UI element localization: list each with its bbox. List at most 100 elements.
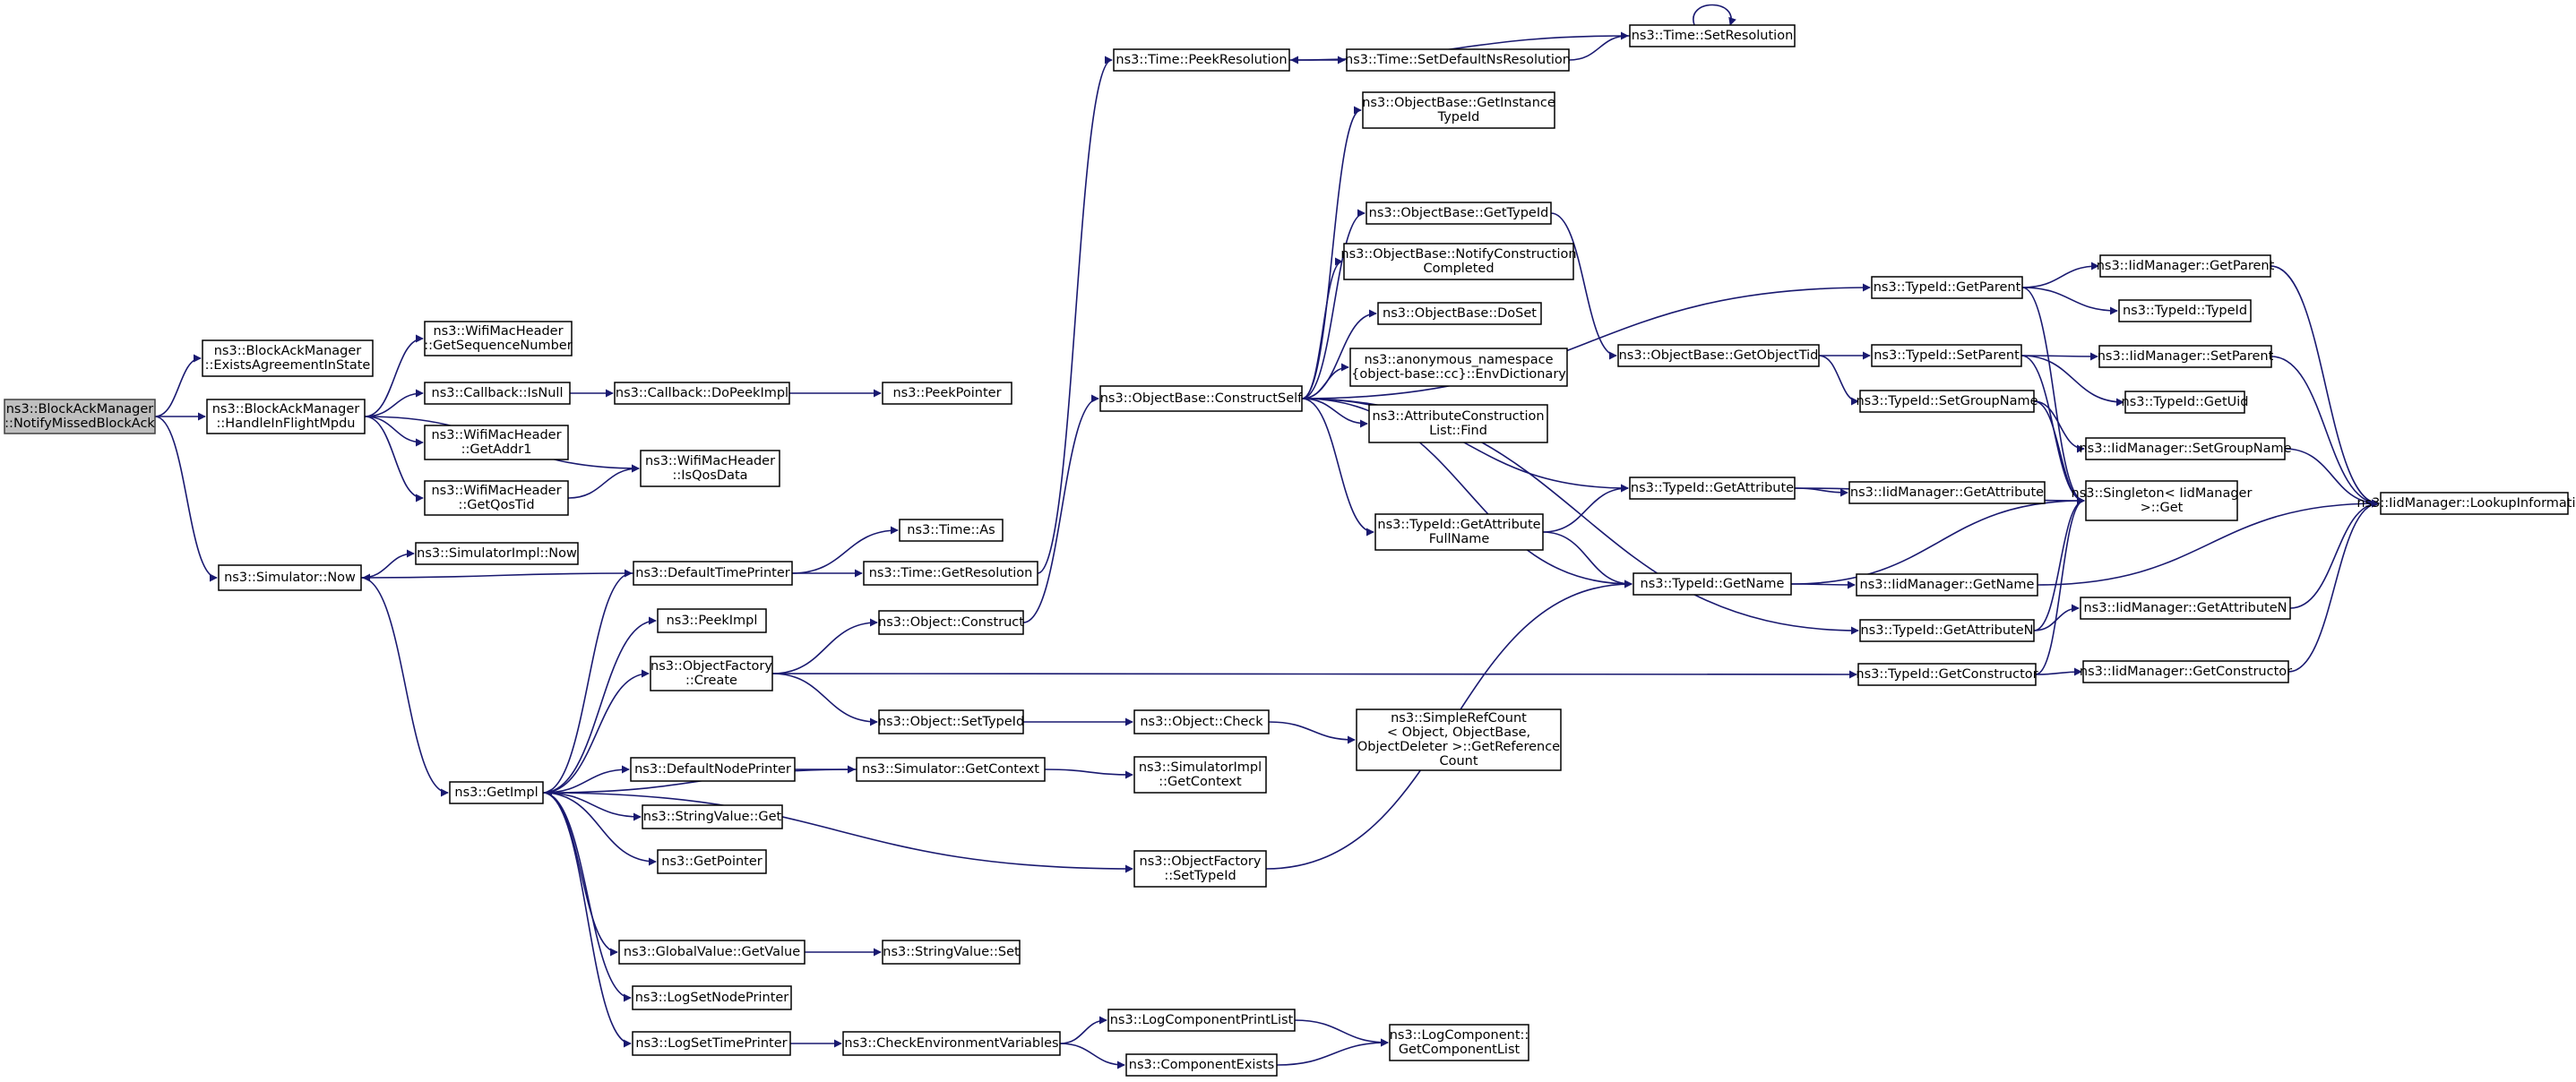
node-strvalset[interactable]: ns3::StringValue::Set [882, 940, 1021, 965]
node-objsettypeid[interactable]: ns3::Object::SetTypeId [878, 709, 1024, 734]
node-iidgetname[interactable]: ns3::IidManager::GetName [1856, 573, 2038, 597]
node-objconstruct[interactable]: ns3::Object::Construct [878, 610, 1024, 635]
node-envdict-box [1349, 348, 1568, 387]
node-exists-label-1: ::ExistsAgreementInState [205, 358, 371, 373]
node-timegetres[interactable]: ns3::Time::GetResolution [863, 561, 1038, 586]
edge-iidsetgroupname-to-iidlookup [2284, 448, 2380, 508]
node-exists[interactable]: ns3::BlockAckManager::ExistsAgreementInS… [202, 339, 374, 377]
node-strvalget-box [642, 804, 783, 829]
node-objfactcreate-box [650, 656, 773, 691]
node-obnotify-label-1: Completed [1423, 262, 1494, 276]
node-logsettime[interactable]: ns3::LogSetTimePrinter [632, 1031, 791, 1056]
node-tidsetgroupname-box [1859, 390, 2035, 413]
node-strvalget[interactable]: ns3::StringValue::Get [642, 804, 783, 829]
node-iidlookup[interactable]: ns3::IidManager::LookupInformation [2356, 492, 2576, 515]
node-tidgetattr[interactable]: ns3::TypeId::GetAttribute [1629, 477, 1796, 500]
node-obgettypeid[interactable]: ns3::ObjectBase::GetTypeId [1366, 202, 1552, 225]
node-isnull[interactable]: ns3::Callback::IsNull [424, 382, 571, 405]
node-tidtypeid-box [2118, 299, 2252, 322]
node-logcompgetlist[interactable]: ns3::LogComponent::GetComponentList [1389, 1024, 1529, 1061]
node-getaddr1[interactable]: ns3::WifiMacHeader::GetAddr1 [424, 425, 569, 460]
node-objfactcreate-label-1: ::Create [685, 674, 737, 688]
node-compexists[interactable]: ns3::ComponentExists [1125, 1053, 1278, 1077]
edge-tidsetparent-to-tidgetuid [2020, 355, 2124, 407]
node-simnow[interactable]: ns3::Simulator::Now [218, 564, 362, 591]
node-tidgetname[interactable]: ns3::TypeId::GetName [1633, 572, 1792, 596]
node-handle[interactable]: ns3::BlockAckManager::HandleInFlightMpdu [206, 399, 366, 434]
node-simnow-label-0: ns3::Simulator::Now [224, 571, 356, 585]
node-iidgetparent-label-0: ns3::IidManager::GetParent [2097, 259, 2275, 273]
node-obdoset-label-0: ns3::ObjectBase::DoSet [1383, 306, 1537, 321]
node-iidsetparent[interactable]: ns3::IidManager::SetParent [2098, 345, 2274, 368]
edge-checkenv-to-logcompprintlist [1059, 1016, 1107, 1044]
edge-timegetres-to-timepeekres [1037, 56, 1113, 574]
node-exists-label-0: ns3::BlockAckManager [214, 344, 362, 358]
node-obgetinstance-label-1: TypeId [1437, 110, 1480, 125]
node-tidgetuid-label-0: ns3::TypeId::GetUid [2122, 395, 2249, 409]
node-getimpl-label-0: ns3::GetImpl [454, 786, 538, 800]
edge-getimpl-to-logsettime [542, 792, 632, 1048]
node-iidgetattr[interactable]: ns3::IidManager::GetAttribute [1848, 481, 2046, 504]
node-getseq[interactable]: ns3::WifiMacHeader::GetSequenceNumber [424, 321, 573, 356]
edge-timesetres-to-timesetres [1693, 4, 1736, 26]
node-timesetres[interactable]: ns3::Time::SetResolution [1629, 24, 1796, 47]
node-objbaseconstructself[interactable]: ns3::ObjectBase::ConstructSelf [1099, 385, 1303, 412]
node-handle-label-0: ns3::BlockAckManager [212, 402, 360, 416]
node-tidgetname-box [1633, 572, 1792, 596]
node-getqostid[interactable]: ns3::WifiMacHeader::GetQosTid [424, 480, 569, 516]
node-notify[interactable]: ns3::BlockAckManager::NotifyMissedBlockA… [4, 399, 156, 434]
node-tidsetparent[interactable]: ns3::TypeId::SetParent [1871, 344, 2022, 367]
node-dopeek-label-0: ns3::Callback::DoPeekImpl [616, 386, 788, 400]
node-defnodeprinter[interactable]: ns3::DefaultNodePrinter [630, 757, 796, 782]
node-logcompprintlist[interactable]: ns3::LogComponentPrintList [1107, 1009, 1296, 1032]
node-getpointer[interactable]: ns3::GetPointer [657, 849, 767, 874]
edge-checkenv-to-compexists [1059, 1043, 1125, 1069]
node-iidsetgroupname[interactable]: ns3::IidManager::SetGroupName [2079, 437, 2292, 460]
node-logsetnode[interactable]: ns3::LogSetNodePrinter [632, 985, 792, 1010]
node-deftimeprinter[interactable]: ns3::DefaultTimePrinter [633, 561, 793, 586]
node-objconstruct-label-0: ns3::Object::Construct [878, 615, 1024, 630]
edge-objbaseconstructself-to-obnotify [1301, 257, 1343, 399]
node-tidgetconstructor[interactable]: ns3::TypeId::GetConstructor [1856, 663, 2038, 686]
node-tidsetgroupname[interactable]: ns3::TypeId::SetGroupName [1856, 390, 2038, 413]
node-objfactsettypeid[interactable]: ns3::ObjectFactory::SetTypeId [1133, 850, 1267, 888]
node-obgetobjtid[interactable]: ns3::ObjectBase::GetObjectTid [1617, 344, 1820, 367]
node-iidgetconstructor[interactable]: ns3::IidManager::GetConstructor [2080, 660, 2292, 683]
node-timeas[interactable]: ns3::Time::As [899, 519, 1004, 542]
node-obnotify[interactable]: ns3::ObjectBase::NotifyConstructionCompl… [1340, 243, 1577, 280]
node-peekimpl[interactable]: ns3::PeekImpl [657, 608, 767, 633]
node-envdict[interactable]: ns3::anonymous_namespace{object-base::cc… [1349, 348, 1568, 387]
node-simgetctx[interactable]: ns3::Simulator::GetContext [856, 757, 1046, 782]
edge-iidgetname-to-iidlookup [2037, 499, 2380, 586]
node-peekptr[interactable]: ns3::PeekPointer [882, 382, 1012, 405]
node-singletonget[interactable]: ns3::Singleton< IidManager>::Get [2072, 480, 2253, 521]
node-tidgetattrn[interactable]: ns3::TypeId::GetAttributeN [1859, 619, 2035, 642]
node-simplerefcount[interactable]: ns3::SimpleRefCount< Object, ObjectBase,… [1356, 708, 1562, 771]
node-objfactcreate[interactable]: ns3::ObjectFactory::Create [650, 656, 773, 691]
node-gvgetvalue[interactable]: ns3::GlobalValue::GetValue [618, 940, 806, 965]
node-simimplnow[interactable]: ns3::SimulatorImpl::Now [415, 542, 579, 565]
node-obdoset[interactable]: ns3::ObjectBase::DoSet [1377, 302, 1542, 325]
node-tidgetparent[interactable]: ns3::TypeId::GetParent [1871, 276, 2023, 299]
edge-tidgetattrn-to-iidgetattrn [2033, 604, 2080, 631]
node-tidgetuid[interactable]: ns3::TypeId::GetUid [2122, 391, 2249, 414]
edge-getimpl-to-logsetnode [542, 792, 632, 1002]
node-iidgetattrn[interactable]: ns3::IidManager::GetAttributeN [2080, 597, 2291, 620]
node-defnodeprinter-box [630, 757, 796, 782]
node-isqosdata[interactable]: ns3::WifiMacHeader::IsQosData [640, 450, 780, 487]
node-iidgetparent[interactable]: ns3::IidManager::GetParent [2097, 254, 2275, 278]
node-timepeekres[interactable]: ns3::Time::PeekResolution [1113, 48, 1290, 72]
node-iidsetgroupname-box [2085, 437, 2286, 460]
edge-iidgetconstructor-to-iidlookup [2287, 499, 2380, 673]
node-tidtypeid[interactable]: ns3::TypeId::TypeId [2118, 299, 2252, 322]
node-simimplctx[interactable]: ns3::SimulatorImpl::GetContext [1133, 756, 1267, 794]
node-objcheck[interactable]: ns3::Object::Check [1133, 709, 1270, 734]
node-timesetdefns[interactable]: ns3::Time::SetDefaultNsResolution [1345, 48, 1571, 72]
node-checkenv[interactable]: ns3::CheckEnvironmentVariables [842, 1031, 1061, 1056]
node-dopeek[interactable]: ns3::Callback::DoPeekImpl [614, 382, 790, 405]
node-getimpl[interactable]: ns3::GetImpl [449, 781, 544, 804]
node-simimplctx-label-0: ns3::SimulatorImpl [1139, 760, 1262, 775]
